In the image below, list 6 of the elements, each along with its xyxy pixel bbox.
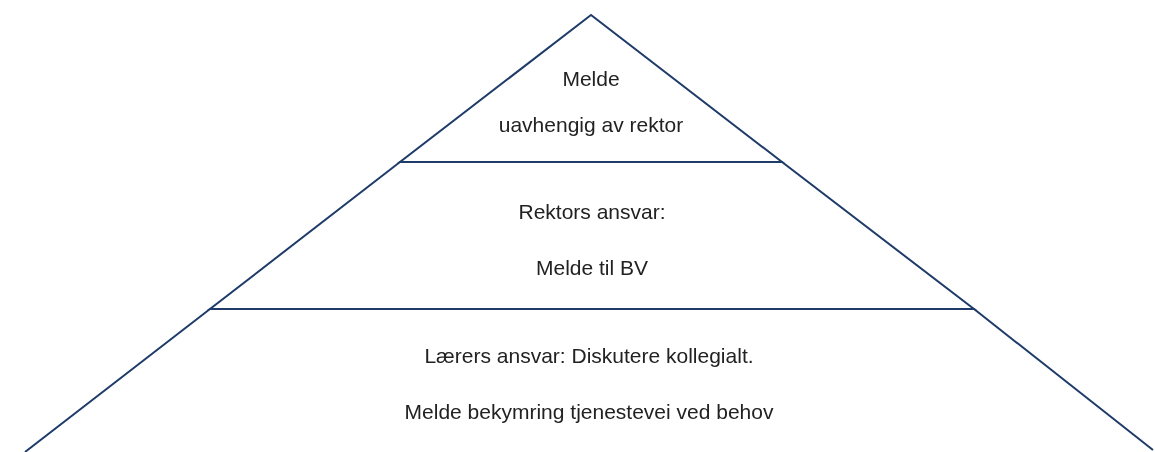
tier-text: Melde til BV (534, 256, 649, 280)
tier-heading: Rektors ansvar: (517, 200, 667, 224)
tier-heading: Melde (561, 67, 621, 91)
tier-heading: Lærers ansvar: Diskutere kollegialt. (423, 344, 755, 368)
tier-text: uavhengig av rektor (497, 113, 685, 137)
tier-text: Melde bekymring tjenestevei ved behov (403, 400, 775, 424)
